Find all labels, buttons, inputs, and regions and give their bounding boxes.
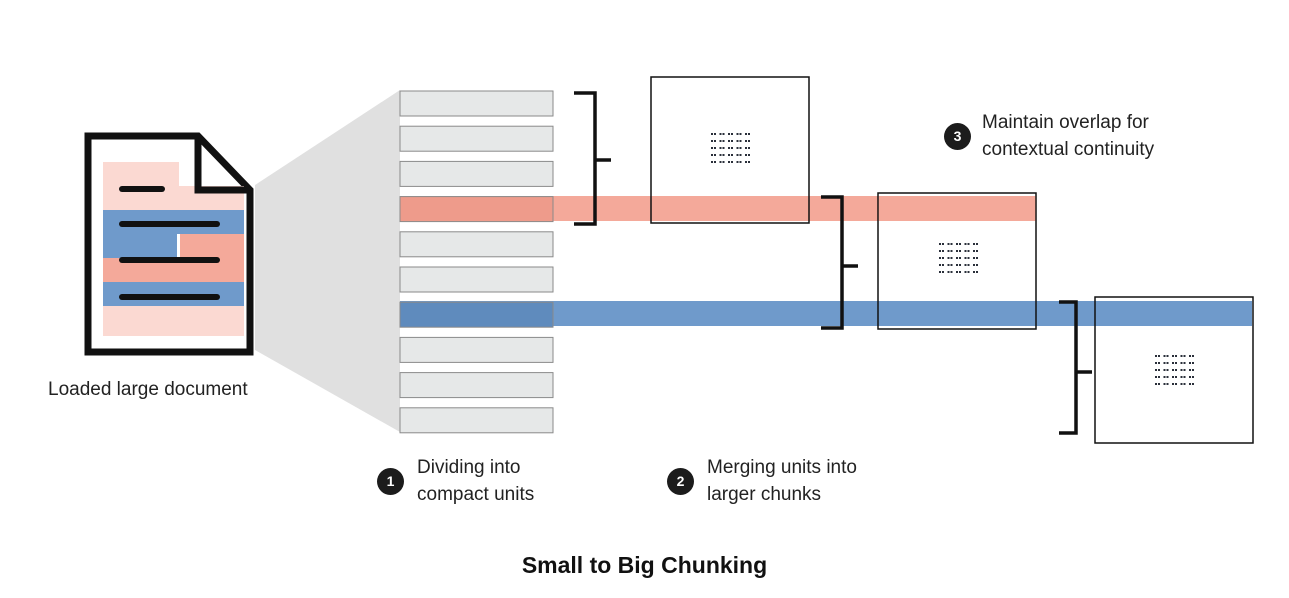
compact-unit <box>399 125 554 152</box>
step-text-line: compact units <box>417 484 535 505</box>
compact-unit <box>399 196 554 223</box>
text-lines-icon <box>711 133 751 163</box>
compact-unit <box>399 231 554 258</box>
chunk-box-3 <box>1094 296 1254 444</box>
step-badge: 2 <box>667 468 694 495</box>
chunk-box-1 <box>650 76 810 224</box>
text-lines-icon <box>939 243 979 273</box>
step-badge: 3 <box>944 123 971 150</box>
compact-unit <box>399 407 554 434</box>
compact-unit <box>399 266 554 293</box>
bracket-2 <box>821 195 858 330</box>
document-label: Loaded large document <box>48 379 248 400</box>
chunk-box-2 <box>877 192 1037 330</box>
compact-unit <box>399 372 554 399</box>
step-badge: 1 <box>377 468 404 495</box>
step-text-line: contextual continuity <box>982 139 1155 160</box>
step-text-line: Maintain overlap for <box>982 112 1149 133</box>
compact-unit <box>399 336 554 363</box>
funnel-shape <box>255 90 400 432</box>
compact-unit <box>399 160 554 187</box>
bracket-3 <box>1059 300 1092 435</box>
text-lines-icon <box>1155 355 1195 385</box>
compact-unit <box>399 301 554 328</box>
bracket-1 <box>574 91 611 226</box>
step-text-line: Merging units into <box>707 457 857 478</box>
document-icon <box>84 132 254 356</box>
compact-unit <box>399 90 554 117</box>
unit-stack <box>399 90 554 434</box>
step-text-line: larger chunks <box>707 484 822 505</box>
diagram-title: Small to Big Chunking <box>521 552 768 578</box>
step-text-line: Dividing into <box>417 457 521 478</box>
